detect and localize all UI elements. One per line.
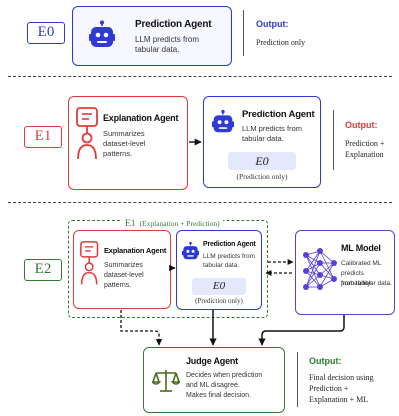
e1-explain-desc-2: dataset-level — [103, 139, 146, 148]
e1-group-label-sub: (Explanation + Prediction) — [139, 219, 220, 228]
e2-tag: E2 — [24, 259, 62, 281]
e1-explain-desc-1: Summarizes — [103, 129, 145, 138]
neural-network-icon — [303, 248, 337, 290]
ml-model-desc-1: Calibrated ML — [341, 260, 382, 267]
robot-icon — [212, 109, 234, 133]
e2-predict-title: Prediction Agent — [203, 241, 256, 248]
e1-output-text-2: Explanation — [345, 150, 384, 159]
judge-desc-1: Decides when prediction — [186, 372, 263, 379]
e2-output-text-3: Explanation + ML — [309, 395, 369, 404]
e1-group-label: E1 (Explanation + Prediction) — [122, 213, 223, 231]
e1-output-label: Output: — [345, 120, 378, 130]
e1-predict-desc-2: tabular data. — [242, 134, 284, 143]
e0-output-divider — [243, 10, 244, 56]
ml-model-desc-3: from tabular data. — [341, 280, 392, 287]
e2-output-text-2: Prediction + — [309, 384, 349, 393]
e0-agent-desc-1: LLM predicts from — [135, 35, 200, 44]
e2-e0-chip: E0 — [192, 278, 246, 295]
ml-model-box: ML Model Calibrated ML predicts probabil… — [295, 230, 395, 315]
e1-predict-title: Prediction Agent — [242, 109, 315, 120]
e0-agent-title: Prediction Agent — [135, 19, 212, 30]
e2-output-text-1: Final decision using — [309, 373, 374, 382]
scales-icon — [152, 370, 180, 392]
ml-model-title: ML Model — [341, 243, 381, 253]
person-speech-icon — [80, 241, 99, 285]
e2-explain-desc-2: dataset-level — [104, 272, 144, 279]
judge-desc-2: and ML disagree. — [186, 382, 240, 389]
e2-output-label: Output: — [309, 356, 342, 366]
e1-predict-desc-1: LLM predicts from — [242, 124, 303, 133]
e1-tag: E1 — [24, 126, 62, 148]
e2-prediction-agent-box: Prediction Agent LLM predicts from tabul… — [176, 230, 262, 310]
e2-chip-sub: (Prediction only) — [195, 297, 243, 305]
separator-1 — [8, 76, 392, 77]
arrow-ml-to-judge — [258, 315, 345, 346]
person-speech-icon — [76, 107, 98, 160]
judge-title: Judge Agent — [186, 356, 238, 366]
judge-desc-3: Makes final decision. — [186, 392, 251, 399]
e0-agent-desc-2: tabular data. — [135, 45, 180, 54]
e1-explanation-agent-box: Explanation Agent Summarizes dataset-lev… — [68, 96, 188, 190]
arrow-explain-to-judge — [120, 310, 163, 346]
e0-tag: E0 — [27, 22, 65, 44]
e0-output-text: Prediction only — [256, 38, 306, 47]
e2-output-divider — [297, 352, 298, 407]
separator-2 — [8, 202, 392, 203]
e2-explain-desc-1: Summarizes — [104, 262, 143, 269]
e1-group-label-main: E1 — [125, 219, 136, 229]
e1-output-divider — [333, 110, 334, 170]
ml-model-desc-2: predicts probability — [341, 270, 371, 287]
judge-agent-box: Judge Agent Decides when prediction and … — [143, 347, 285, 413]
e0-prediction-agent-box: Prediction Agent LLM predicts from tabul… — [72, 6, 232, 66]
e1-explain-title: Explanation Agent — [103, 113, 179, 123]
e2-explain-title: Explanation Agent — [104, 246, 167, 255]
e0-output-label: Output: — [256, 19, 289, 29]
e1-chip-sub: (Prediction only) — [236, 172, 288, 181]
e1-output-text-1: Prediction + — [345, 139, 385, 148]
e2-explanation-agent-box: Explanation Agent Summarizes dataset-lev… — [73, 230, 171, 309]
robot-icon — [182, 241, 199, 260]
e1-explain-desc-3: patterns. — [103, 149, 133, 158]
e2-explain-desc-3: patterns. — [104, 282, 132, 289]
e2-predict-desc-2: tabular data. — [203, 262, 240, 269]
e2-predict-desc-1: LLM predicts from — [203, 253, 256, 260]
e1-prediction-agent-box: Prediction Agent LLM predicts from tabul… — [203, 96, 321, 188]
e1-e0-chip: E0 — [228, 152, 296, 170]
robot-icon — [89, 20, 115, 47]
